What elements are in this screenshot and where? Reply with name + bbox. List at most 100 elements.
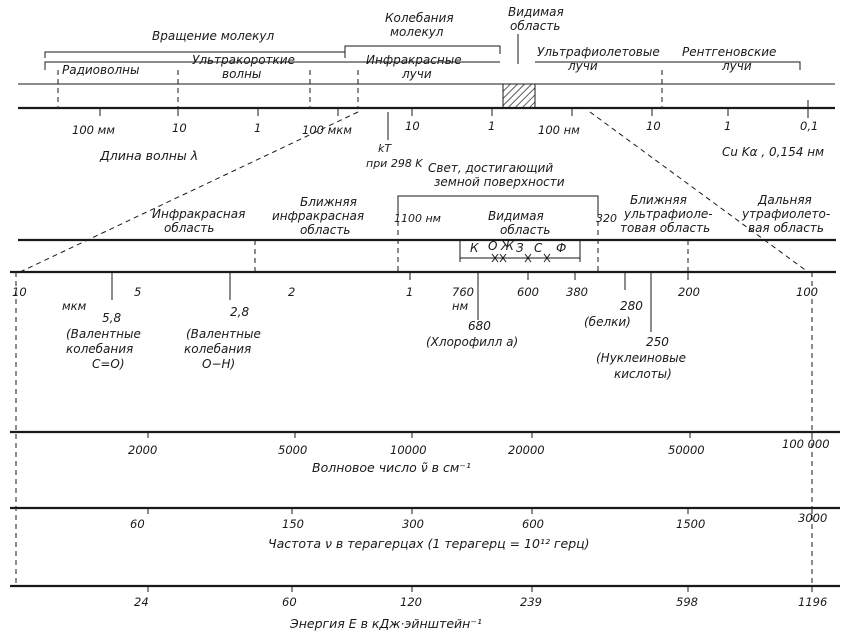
frequency-axis-label: Частота ν в терагерцах (1 терагерц = 10¹… — [268, 536, 590, 551]
annotation-chlorophyll: 680 (Хлорофилл a) — [426, 319, 518, 349]
near-uv-label-3: товая область — [620, 221, 710, 235]
svg-text:(белки): (белки) — [584, 315, 631, 329]
ultrashort-label-1: Ультракороткие — [192, 53, 295, 67]
color-red: К — [470, 241, 479, 255]
annotation-nucleic-acids: 250 (Нуклеиновые кислоты) — [596, 335, 686, 381]
xray-label-2: лучи — [721, 59, 752, 73]
color-letters: К О Ж З С Ф — [470, 239, 566, 255]
wn-5000: 5000 — [278, 443, 307, 457]
color-orange: О — [488, 239, 497, 253]
tick-100nm: 100 нм — [538, 123, 580, 137]
svg-text:(Нуклеиновые: (Нуклеиновые — [596, 351, 686, 365]
svg-text:(Валентные: (Валентные — [66, 327, 141, 341]
wn-2000: 2000 — [128, 443, 157, 457]
bands-bracket — [44, 61, 801, 70]
energy-239: 239 — [520, 595, 542, 609]
color-violet: Ф — [556, 241, 566, 255]
ultraviolet-label-2: лучи — [567, 59, 598, 73]
freq-3000: 3000 — [798, 511, 827, 525]
svg-text:колебания: колебания — [66, 342, 133, 356]
tick-2: 2 — [288, 285, 295, 299]
bound-1100: 1100 нм — [394, 212, 441, 225]
sunlight-bracket — [397, 195, 599, 212]
infrared-label-2: лучи — [401, 67, 432, 81]
unit-mkm: мкм — [62, 299, 87, 313]
freq-300: 300 — [402, 517, 424, 531]
vibration-label-1: Колебания — [385, 11, 454, 25]
sunlight-label-2: земной поверхности — [434, 175, 565, 189]
visible-region-label-2: область — [510, 19, 560, 33]
svg-text:2,8: 2,8 — [230, 305, 249, 319]
energy-1196: 1196 — [798, 595, 827, 609]
frequency-axis-group: 60 150 300 600 1500 3000 Частота ν в тер… — [10, 506, 840, 551]
svg-text:(Валентные: (Валентные — [186, 327, 261, 341]
kt-label: kT — [378, 142, 392, 155]
ir-region-label-2: область — [164, 221, 214, 235]
annotation-co: 5,8 (Валентные колебания C=O) — [66, 311, 141, 371]
vibration-label-2: молекул — [390, 25, 444, 39]
svg-text:250: 250 — [646, 335, 669, 349]
annotation-oh: 2,8 (Валентные колебания O−H) — [184, 305, 261, 371]
vibration-bracket — [344, 45, 501, 54]
energy-axis-label: Энергия E в кДж·эйнштейн⁻¹ — [289, 616, 482, 631]
near-ir-label-3: область — [300, 223, 350, 237]
wavelength-ticks: 100 мм 10 1 100 мкм 10 1 100 нм 10 1 0,1 — [72, 100, 818, 137]
bound-320: 320 — [596, 212, 617, 225]
visible-region-label-1: Видимая — [508, 5, 564, 19]
energy-60: 60 — [282, 595, 297, 609]
visible-label-2: область — [500, 223, 550, 237]
infrared-label-1: Инфракрасные — [366, 53, 462, 67]
wavenumber-axis-label: Волновое число ν̃ в см⁻¹ — [312, 460, 471, 475]
tick-1: 1 — [406, 285, 413, 299]
expanded-tick-labels: 10 5 2 1 760 600 380 200 100 мкм нм — [12, 285, 818, 313]
wavelength-axis-label: Длина волны λ — [99, 148, 198, 163]
svg-text:C=O): C=O) — [92, 357, 125, 371]
svg-text:680: 680 — [468, 319, 491, 333]
tick-760: 760 — [452, 285, 474, 299]
tick-10-a: 10 — [172, 121, 187, 135]
visible-label-1: Видимая — [488, 209, 544, 223]
sunlight-label-1: Свет, достигающий — [428, 161, 553, 175]
visible-box — [459, 239, 581, 262]
freq-600: 600 — [522, 517, 544, 531]
near-ir-label-1: Ближняя — [300, 195, 357, 209]
wn-10000: 10000 — [390, 443, 427, 457]
cuka-label: Cu Kα , 0,154 нм — [722, 145, 824, 159]
energy-24: 24 — [134, 595, 149, 609]
tick-200: 200 — [678, 285, 700, 299]
zoom-line-right — [589, 111, 809, 273]
tick-600: 600 — [517, 285, 539, 299]
top-spectrum: Вращение молекул Колебания молекул Видим… — [18, 5, 835, 170]
ultrashort-label-2: волны — [222, 67, 261, 81]
far-uv-label-2: утрафиолето- — [741, 207, 830, 221]
tick-1-b: 1 — [488, 119, 495, 133]
svg-text:колебания: колебания — [184, 342, 251, 356]
tick-10-b: 10 — [405, 119, 420, 133]
color-marks — [491, 253, 551, 263]
wn-20000: 20000 — [508, 443, 545, 457]
near-uv-label-1: Ближняя — [630, 193, 687, 207]
kt-temp-label: при 298 K — [366, 157, 423, 170]
tick-5: 5 — [134, 285, 141, 299]
visible-hatched-box — [502, 83, 536, 109]
wavenumber-axis-group: 2000 5000 10000 20000 50000 100 000 Волн… — [10, 430, 840, 475]
ultraviolet-label-1: Ультрафиолетовые — [537, 45, 660, 59]
color-blue: С — [534, 241, 543, 255]
tick-10: 10 — [12, 285, 27, 299]
radio-label: Радиоволны — [62, 63, 139, 77]
tick-100mkm: 100 мкм — [302, 123, 352, 137]
far-uv-label-1: Дальняя — [757, 193, 812, 207]
tick-100mm: 100 мм — [72, 123, 115, 137]
near-uv-label-2: ультрафиоле- — [623, 207, 713, 221]
xray-label-1: Рентгеновские — [682, 45, 776, 59]
tick-100: 100 — [796, 285, 818, 299]
annotation-proteins: 280 (белки) — [584, 299, 643, 329]
zoom-line-left — [19, 111, 359, 273]
freq-150: 150 — [282, 517, 304, 531]
wn-100000: 100 000 — [782, 437, 830, 451]
ir-region-label-1: Инфракрасная — [152, 207, 245, 221]
wn-50000: 50000 — [668, 443, 705, 457]
far-uv-label-3: вая область — [748, 221, 824, 235]
tick-1-a: 1 — [254, 121, 261, 135]
